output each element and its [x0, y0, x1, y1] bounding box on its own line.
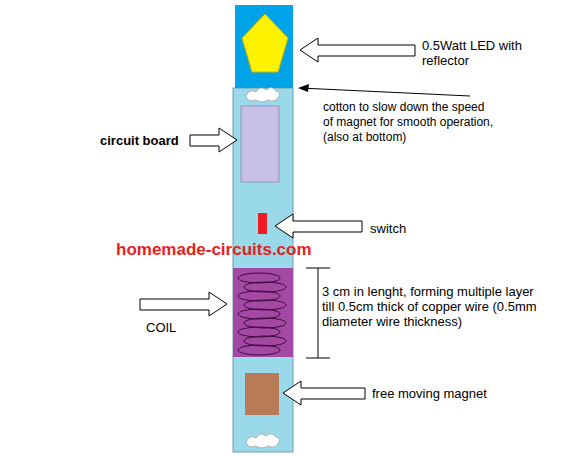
- coil-winding: [244, 300, 286, 310]
- cotton: [246, 88, 280, 102]
- magnet: [245, 373, 279, 415]
- coil-winding: [238, 327, 280, 337]
- led-reflector: [235, 5, 293, 88]
- leader-arrow: [140, 292, 227, 316]
- cotton: [246, 434, 280, 448]
- leader-line: [300, 88, 470, 96]
- coil-winding: [244, 318, 286, 328]
- coil: [233, 268, 293, 357]
- leader-arrow: [300, 38, 415, 62]
- led-symbol: [242, 14, 288, 72]
- leader-arrow: [190, 128, 237, 152]
- dimension-note: 3 cm in lenght, forming multiple layer t…: [322, 284, 544, 329]
- coil-winding: [238, 291, 280, 301]
- coil-winding: [238, 273, 280, 283]
- coil-windings: [238, 273, 286, 355]
- cotton-note: cotton to slow down the speed of magnet …: [323, 100, 495, 145]
- coil-winding: [238, 309, 280, 319]
- part-label: free moving magnet: [372, 386, 522, 401]
- coil-winding: [238, 345, 280, 355]
- watermark: homemade-circuits.com: [116, 240, 316, 260]
- part-label: COIL: [146, 320, 206, 335]
- switch: [258, 213, 267, 234]
- leader-arrow: [275, 214, 362, 238]
- circuit-board: [241, 106, 279, 182]
- coil-winding: [244, 336, 286, 346]
- part-label: switch: [370, 221, 450, 236]
- tube-body: [233, 88, 293, 452]
- leader-arrow: [283, 381, 365, 405]
- coil-winding: [244, 282, 286, 292]
- leader-arrowhead: [298, 84, 309, 92]
- led-label: 0.5Watt LED with reflector: [422, 38, 532, 68]
- part-label: circuit board: [100, 133, 200, 148]
